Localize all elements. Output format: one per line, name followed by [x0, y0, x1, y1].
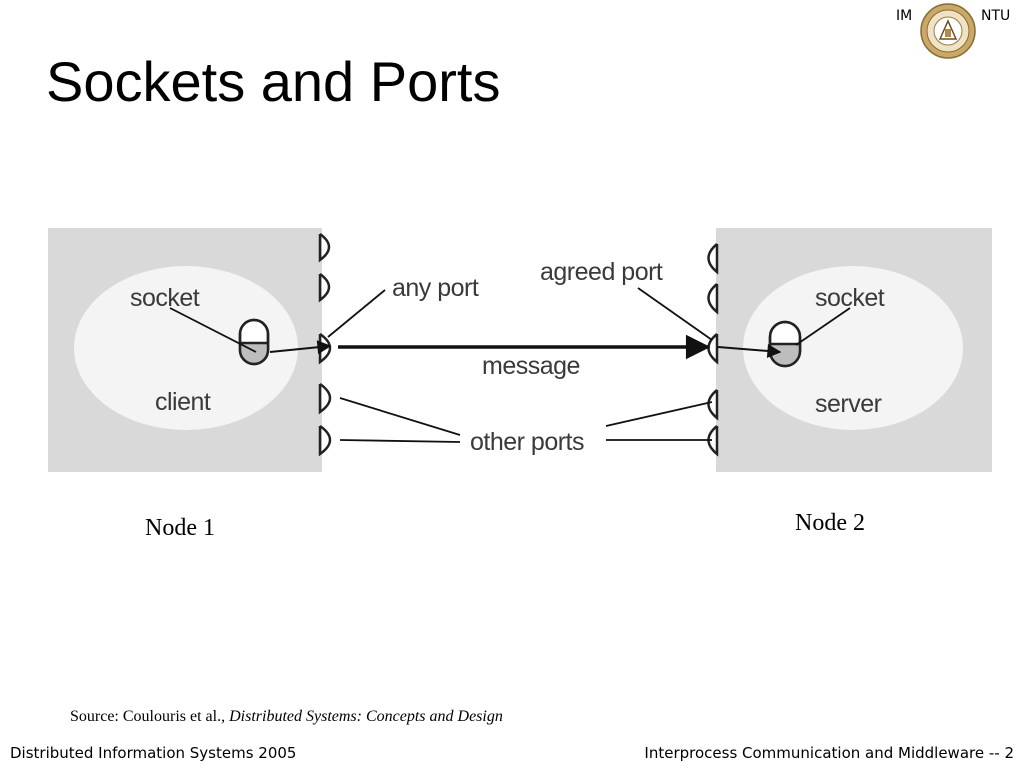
agreed-port-label: agreed port: [540, 258, 663, 286]
other-ports-pointer: [605, 401, 713, 427]
socket-right-label: socket: [815, 284, 885, 312]
any-port-pointer: [327, 289, 386, 338]
logo-text-ntu: NTU: [981, 8, 1011, 24]
other-ports-pointer: [339, 397, 461, 436]
port-icon: [318, 382, 332, 415]
port-icon: [318, 424, 332, 457]
port-icon: [707, 243, 719, 275]
client-process-ellipse: [74, 266, 298, 430]
socket-right-pointer: [795, 307, 851, 346]
socket-left-pointer: [169, 307, 257, 353]
logo-text-im: IM: [896, 8, 913, 24]
source-prefix: Source: Coulouris et al.,: [70, 708, 230, 725]
port-icon: [707, 425, 719, 457]
source-citation: Source: Coulouris et al., Distributed Sy…: [70, 708, 503, 726]
server-label: server: [815, 390, 882, 418]
port-icon: [707, 283, 719, 315]
client-to-port-arrow: [269, 340, 332, 355]
port-icon: [318, 232, 331, 263]
university-seal-icon: [920, 3, 976, 59]
node-2-label: Node 2: [795, 510, 865, 536]
any-port-label: any port: [392, 274, 479, 302]
server-process-ellipse: [743, 266, 963, 430]
client-socket-icon: [238, 318, 270, 366]
right-ports: [707, 243, 719, 457]
message-label: message: [482, 352, 580, 380]
port-icon: [707, 389, 719, 421]
client-label: client: [155, 388, 211, 416]
server-socket-icon: [768, 320, 802, 368]
footer-slide-info: Interprocess Communication and Middlewar…: [644, 744, 1014, 762]
node-1-label: Node 1: [145, 515, 215, 541]
port-icon: [318, 272, 331, 303]
slide-title: Sockets and Ports: [46, 50, 501, 113]
source-book-title: Distributed Systems: Concepts and Design: [229, 708, 503, 725]
agreed-port-pointer: [637, 287, 713, 341]
other-ports-label: other ports: [470, 428, 584, 456]
port-to-server-arrow: [717, 344, 782, 358]
footer-course-title: Distributed Information Systems 2005: [10, 744, 297, 762]
socket-left-label: socket: [130, 284, 200, 312]
pointer-lines: [169, 287, 851, 443]
other-ports-pointer: [339, 439, 461, 443]
